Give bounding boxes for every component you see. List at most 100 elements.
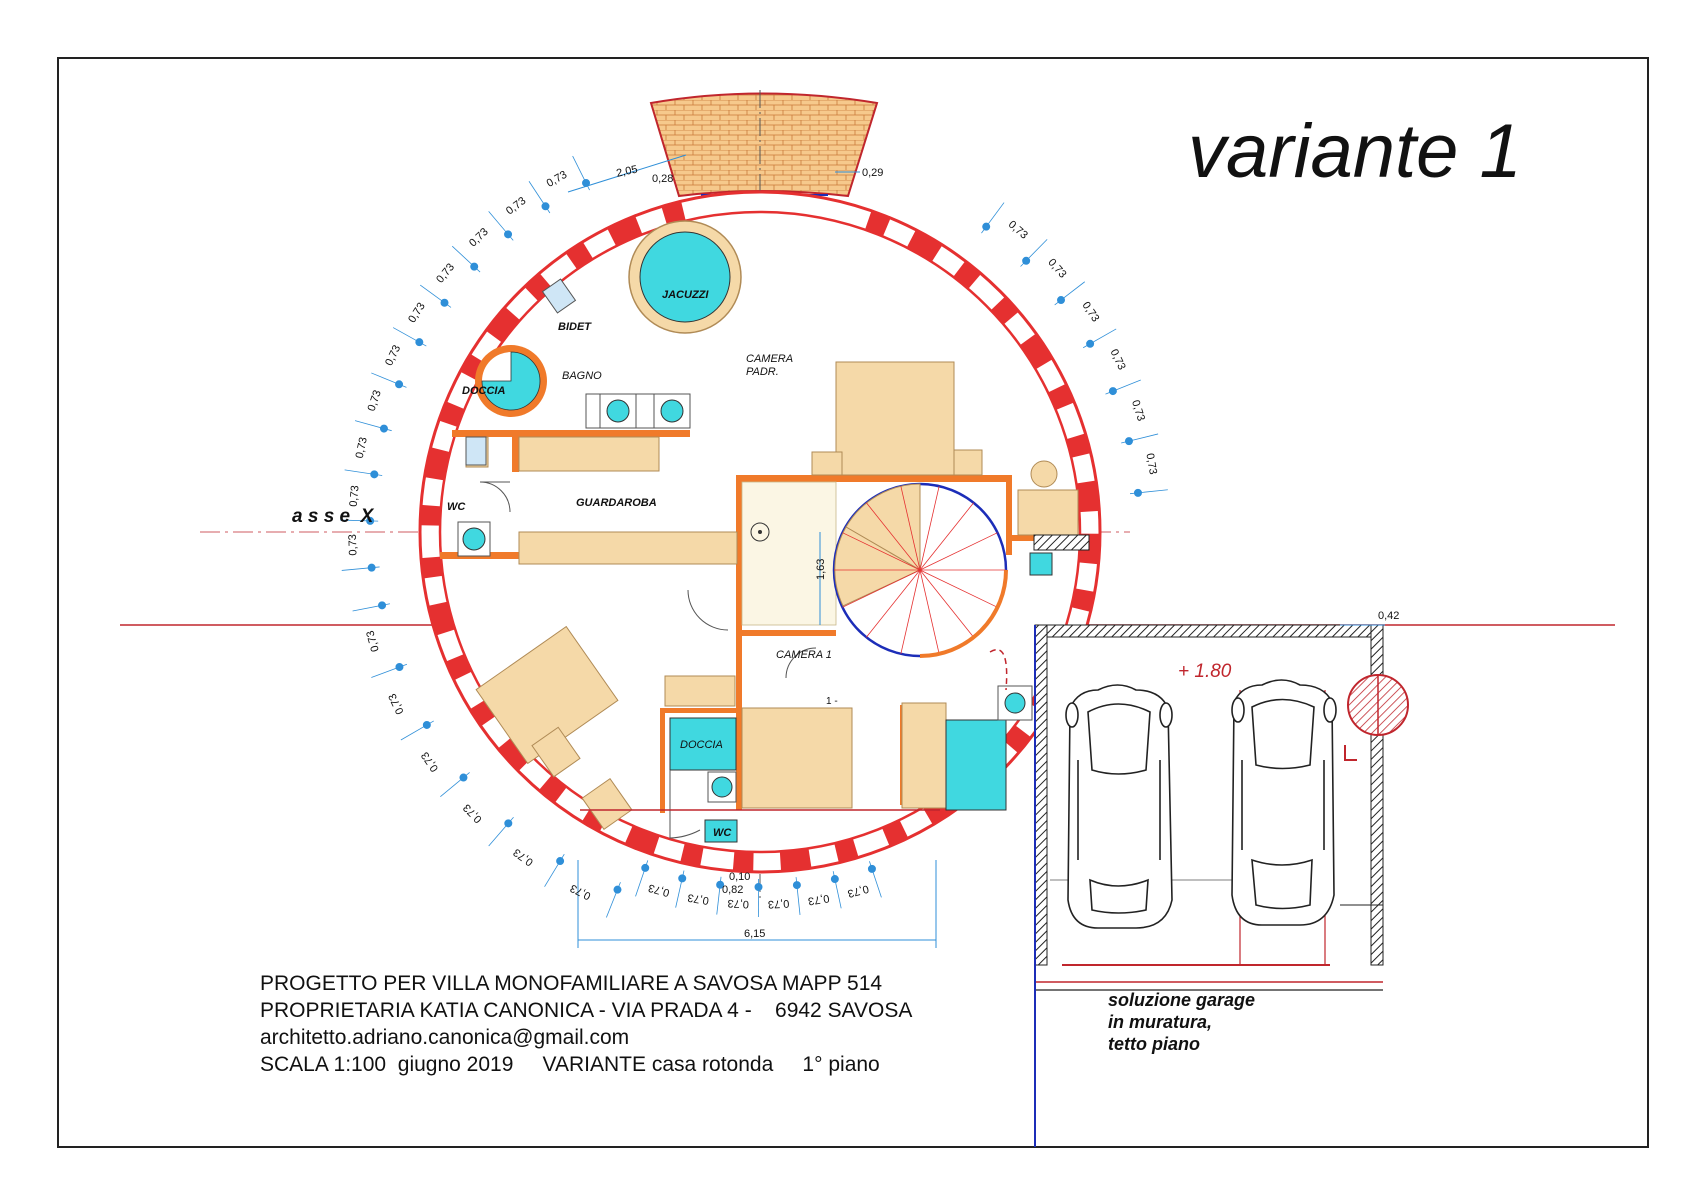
dimension-label: 0,73 <box>647 881 671 898</box>
stair-tread <box>919 486 940 571</box>
dimension-tick <box>1121 433 1159 444</box>
dim-082: 0,82 <box>722 884 743 896</box>
dimension-tick <box>392 327 427 347</box>
level-label: + 1.80 <box>1178 661 1232 682</box>
washbasins <box>585 393 691 429</box>
wall-block <box>680 843 704 867</box>
wall-block <box>732 850 754 872</box>
dimension-label: 0,73 <box>354 436 370 459</box>
car-right <box>1231 679 1337 926</box>
dim-163: 1,63 <box>815 559 827 580</box>
dimension-tick <box>371 663 408 678</box>
wall-block <box>882 819 909 847</box>
wall-block <box>953 260 982 289</box>
stair-door-arc <box>989 649 1008 691</box>
wall-block <box>424 447 451 481</box>
dimension-label: 0,73 <box>347 534 360 556</box>
stair-tread <box>842 569 921 608</box>
dimension-tick <box>371 372 407 388</box>
wall-block <box>565 241 594 270</box>
stair-tread <box>866 502 921 571</box>
dimension-tick <box>1082 328 1117 349</box>
title-line-3: architetto.adriano.canonica@gmail.com <box>260 1026 630 1049</box>
dimension-label: 0,73 <box>1045 257 1068 281</box>
wall-block <box>538 775 567 804</box>
wall-block <box>990 296 1019 325</box>
dimension-label: 0,73 <box>383 343 403 368</box>
dim-615: 6,15 <box>744 928 765 940</box>
dimension-tick <box>572 155 590 191</box>
wall-block <box>421 556 444 579</box>
stair-tread <box>842 532 921 571</box>
stair-tread <box>919 569 940 654</box>
dimension-tick <box>1054 281 1086 306</box>
wall-block <box>497 735 533 772</box>
label-camera-padr-1: CAMERA <box>746 353 793 365</box>
wall-block <box>834 838 859 863</box>
dimension-label: 0,73 <box>406 301 428 326</box>
garage-note-line-2: in muratura, <box>1108 1012 1213 1032</box>
dimension-label: 0,73 <box>727 897 749 910</box>
dimension-label: 0,73 <box>467 226 491 249</box>
top-shower <box>475 345 547 417</box>
stair-tread <box>919 532 998 571</box>
dimension-label: 0,73 <box>807 892 830 907</box>
dimension-tick <box>869 861 882 898</box>
dimension-label: 0,73 <box>511 846 535 868</box>
stair-tread <box>919 569 974 638</box>
dimension-tick <box>544 854 565 887</box>
dimension-tick <box>340 519 379 522</box>
wall-block <box>1076 480 1100 513</box>
label-camera-padr-2: PADR. <box>746 366 779 378</box>
wall-block <box>1019 333 1053 370</box>
guardaroba-door <box>687 589 729 631</box>
wall-block <box>1071 588 1095 612</box>
label-stair-mark: 1 - <box>826 696 838 707</box>
bedroom-1-furniture <box>475 625 947 831</box>
wall-block <box>864 210 891 237</box>
dimension-label: 0,73 <box>434 261 457 285</box>
label-doccia-top: DOCCIA <box>462 385 505 397</box>
dimension-tick <box>528 181 551 214</box>
garage-note: soluzione garage in muratura, tetto pian… <box>1108 989 1255 1055</box>
wc-top-basin <box>465 436 487 466</box>
dimension-label: 0,73 <box>419 750 441 774</box>
dimension-tick <box>488 817 514 847</box>
stair-tread <box>919 569 998 608</box>
dimension-chains <box>340 155 1168 918</box>
dimension-tick <box>716 876 722 915</box>
dimension-label: 0,73 <box>364 629 381 653</box>
master-bed <box>811 361 1079 536</box>
dimension-label: 0,73 <box>1129 399 1147 423</box>
wall-block <box>428 601 456 636</box>
dimension-tick <box>635 860 649 897</box>
wall-block <box>661 201 686 226</box>
dimension-tick <box>354 420 392 432</box>
wall-block <box>438 401 465 428</box>
stair-tread <box>866 569 921 638</box>
dimension-tick <box>440 772 470 797</box>
dimension-tick <box>675 870 685 908</box>
dimension-label: 0,73 <box>545 169 570 190</box>
wall-block <box>1003 725 1032 754</box>
axis-x-label: a s s e X <box>292 506 375 527</box>
dimension-label: 0,73 <box>1108 347 1128 372</box>
bidet <box>541 278 577 314</box>
brick-entrance <box>649 92 879 198</box>
dim-028: 0,28 <box>652 173 673 185</box>
dimension-label: 0,73 <box>366 389 384 413</box>
dimension-label: 0,73 <box>504 195 528 217</box>
dimension-tick <box>981 202 1005 234</box>
dimension-tick <box>451 245 481 273</box>
right-basin <box>1029 552 1053 576</box>
dimension-tick <box>1020 239 1048 267</box>
car-left <box>1065 684 1173 929</box>
garage-column <box>1347 674 1409 736</box>
variant-title: variante 1 <box>1188 109 1522 194</box>
bottom-basin-bowl <box>1004 692 1026 714</box>
dim-205: 2,05 <box>615 164 638 180</box>
dimension-label: 0,73 <box>568 882 593 902</box>
jacuzzi <box>628 220 742 334</box>
garage-note-line-3: tetto piano <box>1108 1034 1200 1054</box>
